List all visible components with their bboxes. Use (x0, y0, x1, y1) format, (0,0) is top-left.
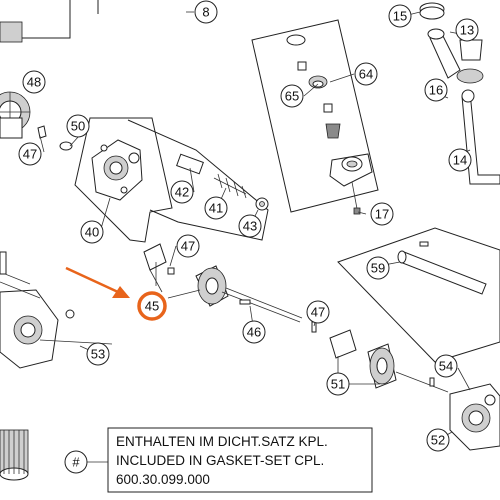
oil-filter (0, 429, 29, 481)
gear-48 (0, 91, 73, 151)
callout-53[interactable]: 53 (86, 342, 110, 366)
callout-48[interactable]: 48 (22, 70, 46, 94)
note-line-2: INCLUDED IN GASKET-SET CPL. (116, 453, 324, 468)
svg-text:8: 8 (202, 5, 209, 20)
callout-16[interactable]: 16 (424, 78, 448, 102)
shaft-59 (397, 241, 487, 295)
svg-text:59: 59 (371, 261, 385, 276)
pump-51-group (329, 329, 449, 393)
callout-50[interactable]: 50 (66, 114, 90, 138)
gasket-set-note: # ENTHALTEN IM DICHT.SATZ KPL. INCLUDED … (64, 427, 373, 493)
callout-52[interactable]: 52 (426, 428, 450, 452)
svg-text:50: 50 (71, 119, 85, 134)
housing-52 (449, 383, 500, 451)
callout-17[interactable]: 17 (370, 202, 394, 226)
callout-54[interactable]: 54 (434, 354, 458, 378)
svg-text:45: 45 (145, 299, 159, 314)
callout-8[interactable]: 8 (194, 0, 218, 24)
left-bolt (0, 251, 7, 275)
callout-40[interactable]: 40 (80, 220, 104, 244)
callout-47-top[interactable]: 47 (18, 142, 42, 166)
left-pump-assembly (0, 271, 113, 369)
svg-text:17: 17 (375, 207, 389, 222)
svg-text:51: 51 (331, 377, 345, 392)
callout-59[interactable]: 59 (366, 256, 390, 280)
frame-59 (337, 227, 500, 363)
callout-47-low[interactable]: 47 (306, 300, 330, 324)
note-line-1: ENTHALTEN IM DICHT.SATZ KPL. (116, 434, 328, 449)
oil-pipe-group (419, 2, 500, 185)
frame-40 (74, 117, 173, 243)
svg-text:53: 53 (91, 347, 105, 362)
callout-64[interactable]: 64 (354, 62, 378, 86)
svg-text:15: 15 (393, 9, 407, 24)
callout-42[interactable]: 42 (170, 180, 194, 204)
svg-text:65: 65 (285, 89, 299, 104)
callout-13[interactable]: 13 (455, 18, 479, 42)
svg-text:47: 47 (181, 239, 195, 254)
note-symbol: # (72, 455, 80, 470)
svg-text:41: 41 (209, 201, 223, 216)
callout-46[interactable]: 46 (242, 320, 266, 344)
svg-text:42: 42 (175, 185, 189, 200)
highlight-arrow (65, 266, 130, 298)
svg-text:43: 43 (243, 219, 257, 234)
svg-text:40: 40 (85, 225, 99, 240)
svg-text:64: 64 (359, 67, 373, 82)
svg-text:48: 48 (27, 75, 41, 90)
svg-text:13: 13 (460, 23, 474, 38)
frame-41-42-43 (127, 119, 269, 241)
callout-51[interactable]: 51 (326, 372, 350, 396)
callout-41[interactable]: 41 (204, 196, 228, 220)
relief-valve-parts (176, 153, 269, 211)
svg-text:52: 52 (431, 433, 445, 448)
note-box (107, 427, 373, 493)
top-left-frame (0, 0, 99, 39)
svg-text:14: 14 (453, 153, 467, 168)
callout-43[interactable]: 43 (238, 214, 262, 238)
pump-rotor-group (143, 243, 317, 333)
callout-47-mid[interactable]: 47 (176, 234, 200, 258)
note-line-3: 600.30.099.000 (116, 472, 210, 487)
frame-64 (251, 19, 379, 213)
svg-text:54: 54 (439, 359, 453, 374)
bypass-valve-group (286, 34, 373, 215)
svg-text:47: 47 (311, 305, 325, 320)
callout-15[interactable]: 15 (388, 4, 412, 28)
callout-14[interactable]: 14 (448, 148, 472, 172)
filter-element (0, 21, 23, 43)
oil-pump-housing (91, 139, 143, 201)
svg-text:47: 47 (23, 147, 37, 162)
callout-65[interactable]: 65 (280, 84, 304, 108)
svg-text:16: 16 (429, 83, 443, 98)
callout-45-highlighted[interactable]: 45 (137, 291, 167, 321)
svg-text:46: 46 (247, 325, 261, 340)
